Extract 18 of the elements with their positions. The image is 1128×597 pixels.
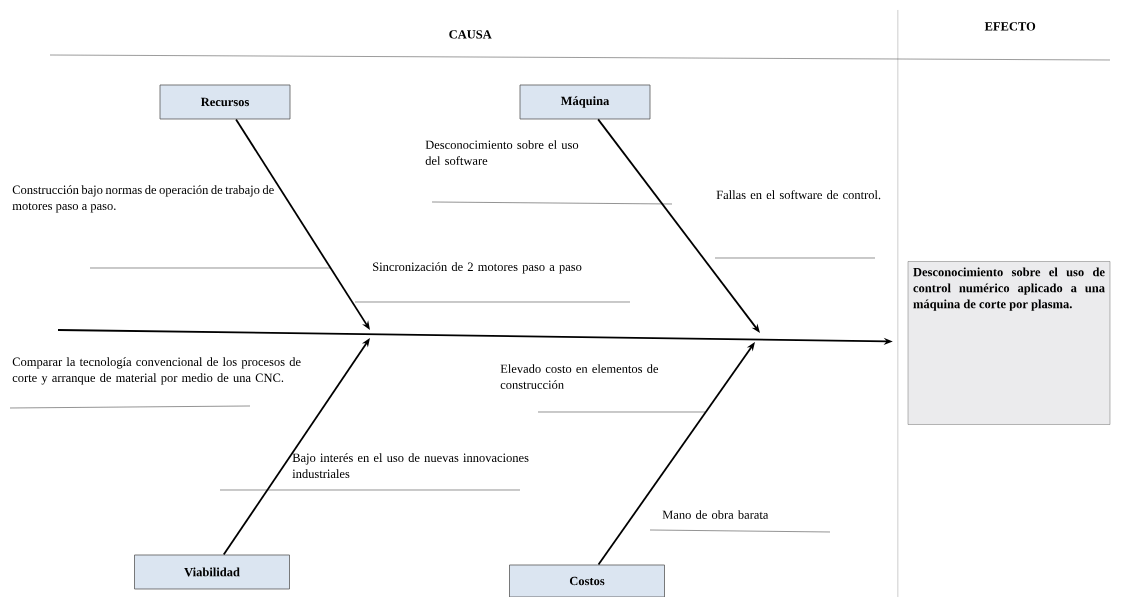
cause-text: Sincronización de 2 motores paso a paso <box>373 262 582 274</box>
category-box: Recursos <box>159 84 291 120</box>
cause-text: Desconocimiento sobre el uso del software <box>425 140 579 165</box>
category-box: Costos <box>509 564 665 597</box>
category-box: Máquina <box>519 84 651 120</box>
cause-text: Elevado costo en elementos de construcción <box>500 364 659 389</box>
effect-box: Desconocimiento sobre el uso de control numérico aplicado a una máquina de corte por plasma. <box>907 261 1111 425</box>
heading: EFECTO <box>984 22 1036 31</box>
heading: CAUSA <box>449 30 492 39</box>
cause-text: Mano de obra barata <box>662 510 769 519</box>
bone-arrow <box>597 342 755 566</box>
cause-text: Construcción bajo normas de operación de trabajo de motores paso a paso. <box>12 185 274 213</box>
category-box: Viabilidad <box>134 554 290 590</box>
cause-text: Comparar la tecnología convencional de los procesos de corte y arranque de material por medio de una CNC. <box>12 357 301 385</box>
cause-text: Fallas en el software de control. <box>716 190 881 200</box>
bone-arrow <box>597 118 760 333</box>
bone-arrow <box>222 338 370 556</box>
cause-text: Bajo interés en el uso de nuevas innovaciones industriales <box>292 453 529 478</box>
